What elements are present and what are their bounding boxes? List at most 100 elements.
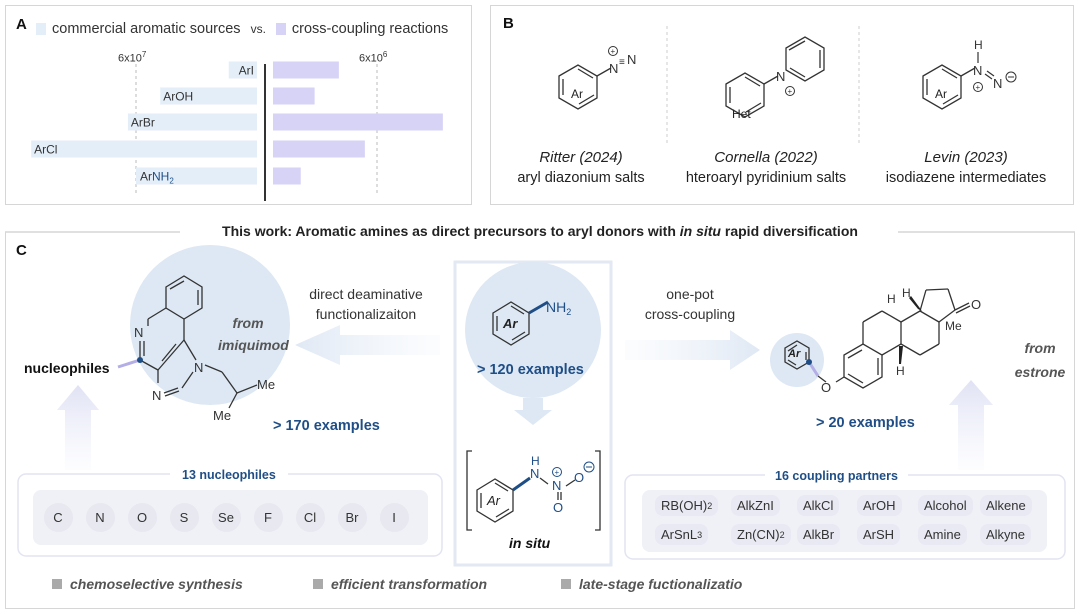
legend-swatch-reactions [275, 23, 286, 35]
in-situ-label: in situ [509, 535, 551, 551]
attachment-dot [137, 357, 143, 363]
panel-c-title: This work: Aromatic amines as direct pre… [222, 223, 858, 239]
svg-text:N: N [552, 478, 561, 493]
bar-reactions-ari [273, 61, 339, 79]
svg-text:+: + [555, 468, 560, 477]
ring-label-1: Ar [571, 87, 583, 101]
bar-sources-arbr [127, 113, 257, 131]
ar-circle [770, 333, 824, 387]
svg-text:N: N [194, 360, 203, 375]
nucleophile-chip: N [85, 503, 115, 532]
aniline-structure [492, 301, 530, 346]
svg-text:N: N [993, 76, 1002, 91]
bar-label: ArOH [163, 90, 193, 104]
nucleophile-chip: S [169, 503, 199, 532]
author: Ritter (2024) [539, 149, 623, 166]
dividers [666, 26, 860, 144]
up-arrow-right-icon [949, 380, 993, 470]
svg-text:+: + [611, 47, 616, 56]
chart-legend: commercial aromatic sources vs. cross-co… [36, 21, 448, 37]
tick-left: 6x107 [118, 50, 147, 65]
bar-reactions-aroh [273, 87, 315, 105]
bar-sources-arcl [31, 140, 258, 158]
nucleophile-chip: F [253, 503, 283, 532]
description: hteroaryl pyridinium salts [685, 170, 847, 186]
nucleophiles-label: nucleophiles [24, 360, 110, 376]
svg-text:Me: Me [257, 377, 275, 392]
partner-chip: AlkZnI [731, 495, 780, 516]
svg-text:N: N [134, 325, 143, 340]
right-arrow-icon [625, 330, 760, 370]
legend-label-sources: commercial aromatic sources [52, 21, 241, 37]
nucleophile-chip: I [379, 503, 409, 532]
svg-text:≡: ≡ [619, 57, 625, 68]
ar-ring-label: Ar [788, 348, 801, 360]
estrone-structure [784, 288, 971, 389]
partner-chip: Alkyne [980, 524, 1032, 545]
author: Levin (2023) [924, 149, 1008, 166]
svg-text:N: N [627, 52, 636, 67]
panel-c-top-border [5, 231, 1075, 233]
panel-c-label: C [16, 242, 27, 259]
bar-label: ArCl [34, 143, 57, 157]
nitramine-structure [466, 450, 601, 531]
nucleophile-list: C N O S Se F Cl Br I [37, 503, 415, 532]
partner-chip: ArOH [857, 495, 902, 516]
pyridinium-structure: N + [725, 36, 825, 118]
svg-text:N: N [152, 388, 161, 403]
ring-label-2: Het [732, 107, 751, 121]
nucleophile-chip: Cl [295, 503, 325, 532]
tick-right: 6x106 [359, 50, 388, 65]
svg-text:H: H [974, 38, 983, 52]
legend-vs: vs. [250, 22, 266, 36]
partner-chip: ArSH [857, 524, 901, 545]
svg-text:N: N [530, 466, 539, 481]
svg-text:Me: Me [213, 408, 231, 423]
panel-a-label: A [16, 16, 27, 33]
citation-cornella: Cornella (2022) hteroaryl pyridinium sal… [676, 149, 856, 186]
partner-chip: RB(OH)2 [655, 495, 719, 516]
feature-chemoselective: chemoselective synthesis [52, 576, 243, 592]
isodiazene-structure: N H N + [922, 38, 1017, 110]
insitu-ring-label: Ar [487, 493, 500, 508]
svg-text:O: O [821, 380, 831, 395]
ring-label-3: Ar [935, 87, 947, 101]
svg-text:O: O [574, 470, 584, 485]
nucleophile-box-title: 13 nucleophiles [170, 468, 288, 482]
citation-ritter: Ritter (2024) aryl diazonium salts [511, 149, 651, 186]
partner-chip: AlkBr [797, 524, 841, 545]
feature-efficient: efficient transformation [313, 576, 487, 592]
up-arrow-left-icon [57, 385, 99, 470]
imiquimod-structure [139, 275, 258, 409]
svg-text:+: + [788, 87, 793, 96]
svg-text:N: N [609, 61, 618, 76]
bar-sources-ari [228, 61, 257, 79]
partner-chip: Amine [918, 524, 967, 545]
bar-sources-arnh2 [136, 167, 257, 185]
nucleophile-chip: Br [337, 503, 367, 532]
svg-text:H: H [531, 454, 540, 468]
nucleophile-bond [117, 358, 141, 369]
bar-reactions-arnh2 [273, 167, 301, 185]
feature-late-stage: late-stage fuctionalizatio [561, 576, 742, 592]
partner-chip: Alcohol [918, 495, 973, 516]
legend-label-reactions: cross-coupling reactions [291, 21, 449, 37]
bar-label: ArI [239, 64, 254, 78]
partner-box-title: 16 coupling partners [765, 469, 908, 483]
panel-b: B N ≡ N + Ar N + Het N [490, 5, 1074, 205]
partner-chip: Zn(CN)2 [731, 524, 791, 545]
description: isodiazene intermediates [885, 170, 1047, 186]
svg-text:Me: Me [945, 319, 962, 333]
svg-text:+: + [976, 83, 981, 92]
partner-chip: Alkene [980, 495, 1032, 516]
amine-ring-label: Ar [503, 316, 518, 331]
bar-sources-aroh [160, 87, 257, 105]
nucleophile-chip: C [43, 503, 73, 532]
bar-reactions-arcl [273, 140, 365, 158]
svg-text:NH2: NH2 [546, 299, 571, 317]
diazonium-structure: N ≡ N + [558, 46, 636, 110]
left-arrow-icon [295, 325, 440, 365]
